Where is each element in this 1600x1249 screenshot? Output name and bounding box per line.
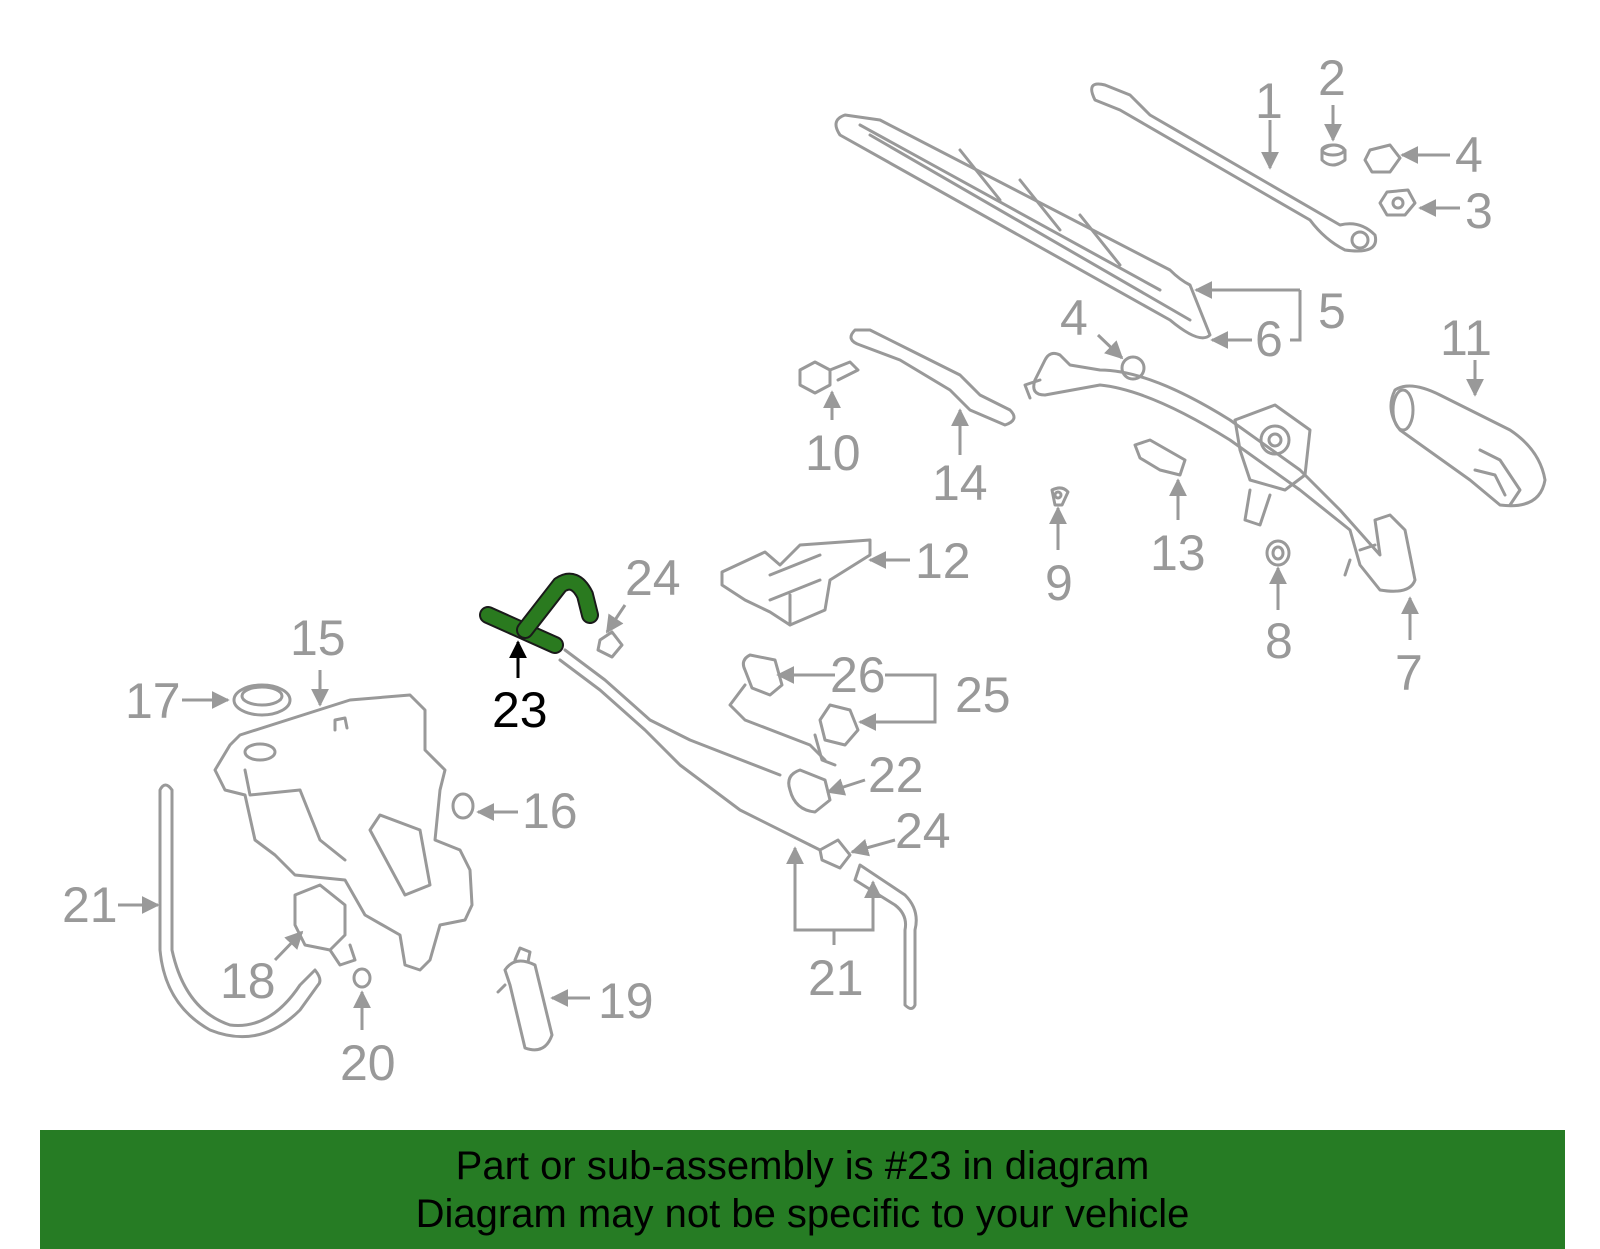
label-8: 8: [1265, 613, 1293, 669]
label-15: 15: [290, 610, 346, 666]
label-24-top: 24: [625, 550, 681, 606]
banner-line-2: Diagram may not be specific to your vehi…: [415, 1191, 1190, 1236]
banner-line-1: Part or sub-assembly is #23 in diagram: [455, 1143, 1150, 1188]
callout-labels: 1 2 4 3 5 6 4 11 10 14 12 13 9 8 7 24 23…: [62, 50, 1493, 1091]
clip-part: [1133, 438, 1187, 477]
washer-pump-part: [293, 883, 357, 967]
label-4-top: 4: [1455, 127, 1483, 183]
leader-lines: [118, 105, 1484, 1030]
label-3: 3: [1465, 183, 1493, 239]
wiper-arm-part: [1090, 82, 1378, 253]
pin-part: [1050, 486, 1070, 507]
label-19: 19: [598, 973, 654, 1029]
label-13: 13: [1150, 525, 1206, 581]
hose-left-part: [158, 783, 322, 1039]
wiper-motor-part: [1389, 384, 1547, 508]
label-5: 5: [1318, 283, 1346, 339]
connector-top-part: [596, 630, 624, 659]
washer-hose-lines: [558, 648, 822, 852]
washer-pump-second-part: [496, 946, 554, 1052]
label-20: 20: [340, 1035, 396, 1091]
label-25: 25: [955, 667, 1011, 723]
nozzle-connector-part: [728, 653, 860, 767]
info-banner: Part or sub-assembly is #23 in diagram D…: [40, 1130, 1565, 1249]
linkage-frame-part: [1023, 351, 1417, 593]
label-1: 1: [1255, 73, 1283, 129]
nozzle-part: [787, 768, 832, 814]
label-26: 26: [830, 647, 886, 703]
label-16: 16: [522, 783, 578, 839]
label-7: 7: [1395, 645, 1423, 701]
bolt-part: [798, 360, 860, 395]
reservoir-part: [213, 693, 474, 972]
linkage-rod-part: [849, 328, 1016, 427]
label-24-lower: 24: [895, 803, 951, 859]
label-21-right: 21: [808, 950, 864, 1006]
label-22: 22: [868, 747, 924, 803]
washer-hose-highlighted-part: [479, 572, 599, 654]
connector-lower-part: [818, 838, 852, 870]
label-2: 2: [1318, 50, 1346, 106]
pump-seal-part: [352, 967, 372, 989]
cap-part: [1320, 143, 1347, 167]
reservoir-cap-part: [232, 683, 292, 717]
label-9: 9: [1045, 555, 1073, 611]
label-21-left: 21: [62, 877, 118, 933]
hose-right-part: [853, 863, 918, 1010]
wiper-blade-part: [834, 113, 1212, 340]
label-11: 11: [1440, 310, 1492, 366]
grommet-small-part: [451, 792, 475, 820]
label-14: 14: [932, 455, 988, 511]
bushing-part: [1265, 539, 1291, 567]
label-12: 12: [915, 533, 971, 589]
parts-diagram: 1 2 4 3 5 6 4 11 10 14 12 13 9 8 7 24 23…: [62, 50, 1547, 1091]
label-4-mid: 4: [1060, 290, 1088, 346]
label-6: 6: [1255, 311, 1283, 367]
label-17: 17: [125, 673, 181, 729]
label-18: 18: [220, 953, 276, 1009]
label-10: 10: [805, 425, 861, 481]
label-23-highlighted: 23: [492, 682, 548, 738]
washer-part: [1378, 188, 1417, 217]
nut-part: [1363, 143, 1402, 174]
bracket-part: [720, 538, 872, 627]
